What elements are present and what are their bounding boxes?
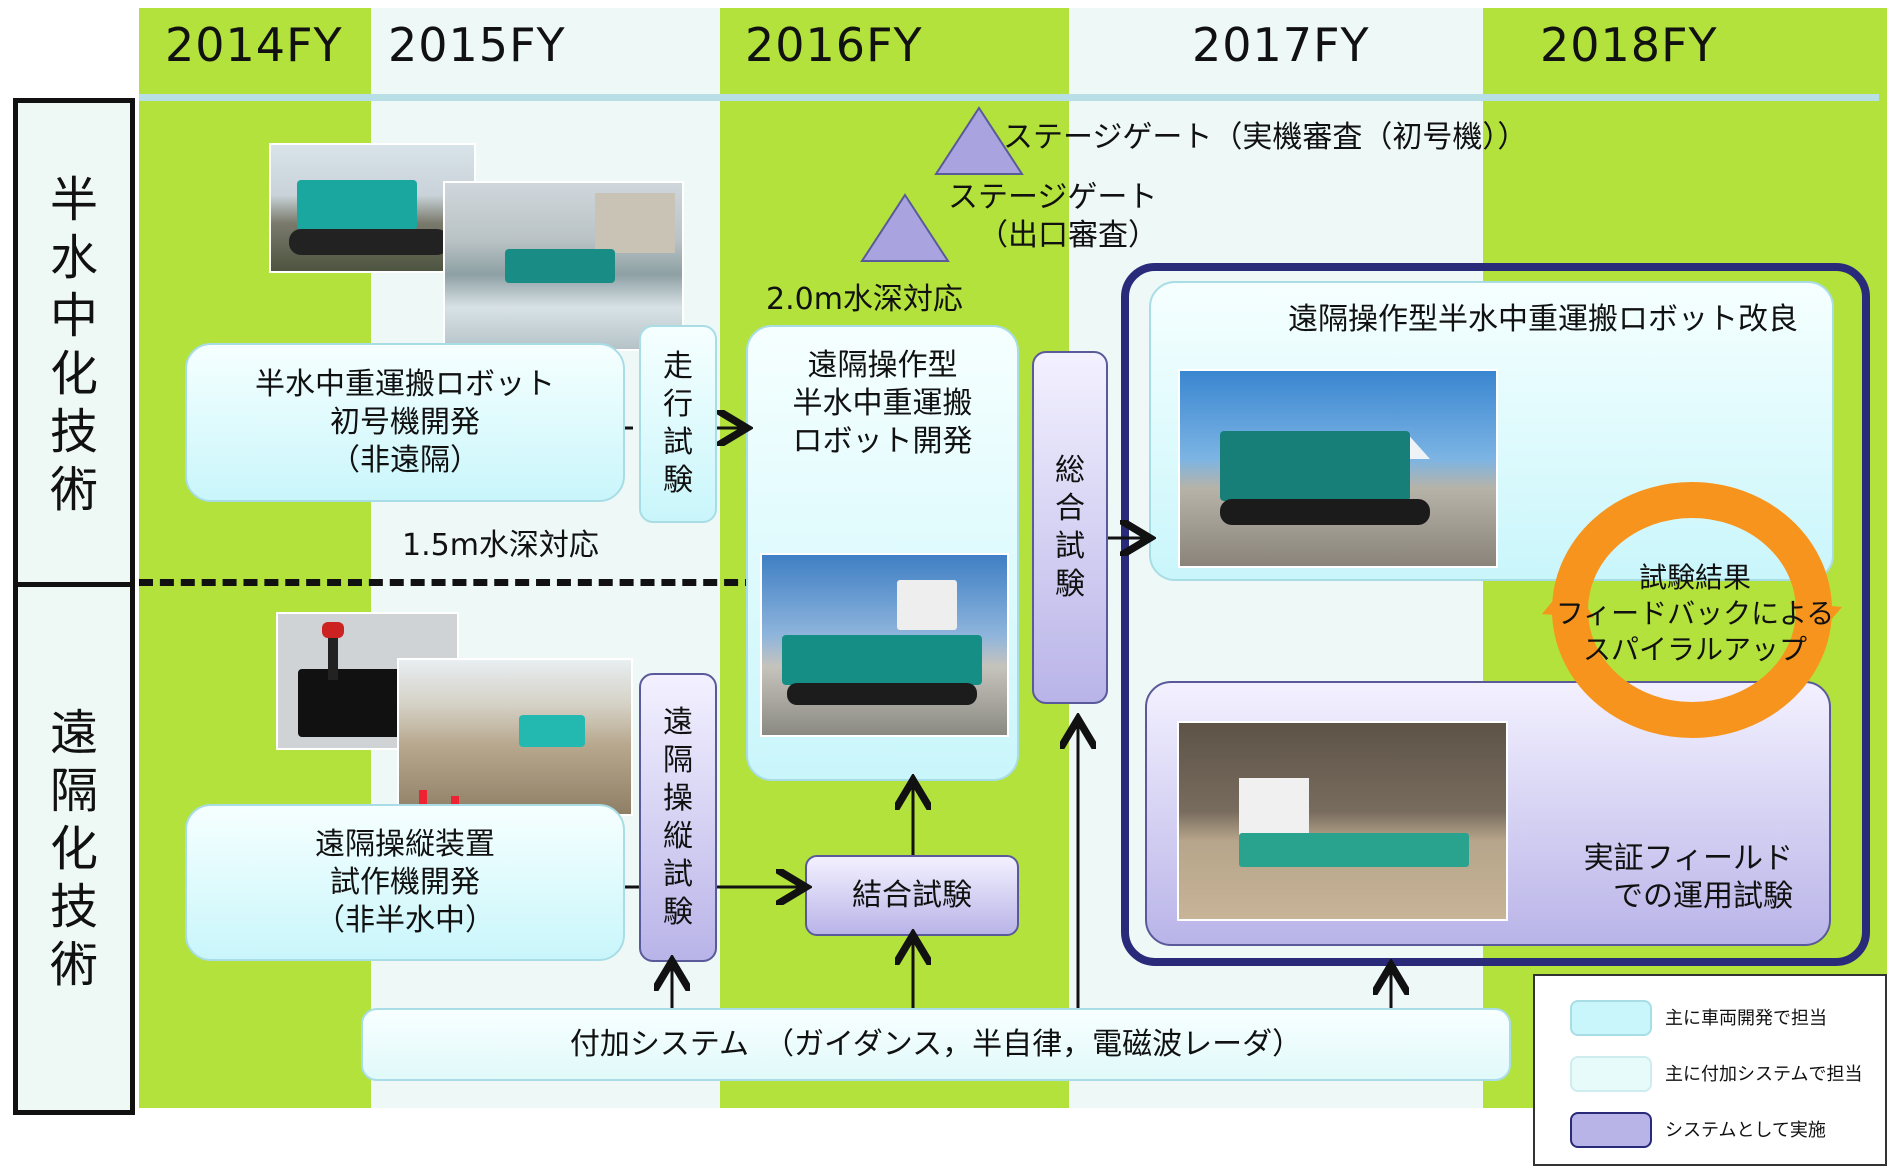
legend: 主に車両開発で担当 主に付加システムで担当 システムとして実施	[1533, 974, 1887, 1166]
stage-gate-2-label-line1: ステージゲート	[948, 180, 1158, 215]
photo-remote-robot	[760, 553, 1009, 737]
field-test-line2: での運用試験	[1613, 879, 1793, 914]
remote-control-test-label: 遠隔操縦試験	[663, 704, 693, 930]
legend-label-system: システムとして実施	[1665, 1120, 1826, 1141]
photo-water-test	[443, 181, 684, 351]
row-header-semi-submerged: 半水中化技術	[13, 98, 135, 592]
robot-first-dev-line3: （非遠隔）	[330, 442, 480, 478]
travel-test-label: 走行試験	[663, 349, 693, 498]
photo-dump-truck-prototype	[269, 143, 476, 273]
remote-robot-dev-line2: 半水中重運搬	[792, 386, 973, 421]
remote-robot-dev-line1: 遠隔操作型	[807, 348, 958, 383]
robot-first-dev-line2: 初号機開発	[330, 404, 480, 440]
remote-device-line3: （非半水中）	[315, 902, 495, 938]
header-divider	[139, 94, 1879, 101]
robot-first-dev-line1: 半水中重運搬ロボット	[255, 366, 555, 402]
legend-label-additional: 主に付加システムで担当	[1665, 1064, 1863, 1085]
photo-remote-field-test	[397, 658, 633, 816]
spiral-text: 試験結果 フィードバックによる スパイラルアップ	[1540, 560, 1850, 668]
remote-device-dev-box: 遠隔操縦装置 試作機開発 （非半水中）	[185, 804, 625, 961]
integrated-test-box: 総合試験	[1032, 351, 1108, 704]
remote-device-line2: 試作機開発	[330, 864, 480, 900]
row-header-remote: 遠隔化技術	[13, 582, 135, 1115]
additional-system-label: 付加システム （ガイダンス，半自律，電磁波レーダ）	[569, 1026, 1303, 1062]
photo-improved-robot	[1178, 369, 1498, 568]
year-2016: 2016FY	[745, 18, 923, 72]
robot-first-dev-box: 半水中重運搬ロボット 初号機開発 （非遠隔）	[185, 343, 625, 502]
travel-test-box: 走行試験	[639, 325, 717, 523]
year-2015: 2015FY	[388, 18, 566, 72]
additional-system-box: 付加システム （ガイダンス，半自律，電磁波レーダ）	[361, 1008, 1511, 1081]
stage-gate-2-label-line2: （出口審査）	[978, 218, 1158, 253]
coupling-test-box: 結合試験	[805, 855, 1019, 936]
year-2017: 2017FY	[1192, 18, 1370, 72]
row-title-semi-submerged: 半水中化技術	[50, 172, 99, 518]
field-test-line1: 実証フィールド	[1583, 841, 1793, 876]
spiral-line3: スパイラルアップ	[1582, 633, 1807, 666]
stage-gate-triangle-1	[934, 106, 1024, 175]
stage-gate-triangle-2	[860, 193, 950, 262]
integrated-test-label: 総合試験	[1055, 452, 1085, 602]
depth-15-label: 1.5m水深対応	[402, 528, 599, 563]
spiral-line2: フィードバックによる	[1555, 597, 1835, 630]
legend-label-vehicle: 主に車両開発で担当	[1665, 1008, 1827, 1029]
spiral-line1: 試験結果	[1638, 561, 1751, 594]
coupling-test-label: 結合試験	[852, 877, 972, 913]
improvement-title: 遠隔操作型半水中重運搬ロボット改良	[1288, 302, 1798, 337]
spiral-up-ring	[1542, 482, 1842, 738]
row-title-remote: 遠隔化技術	[50, 704, 99, 993]
photo-field-test	[1177, 721, 1508, 921]
system-frame	[1121, 263, 1870, 966]
remote-robot-dev-line3: ロボット開発	[792, 424, 973, 459]
stage-gate-1-label: ステージゲート（実機審査（初号機））	[1003, 120, 1528, 155]
remote-device-line1: 遠隔操縦装置	[315, 826, 495, 862]
legend-swatch-system	[1570, 1112, 1652, 1148]
year-2014: 2014FY	[165, 18, 343, 72]
year-2018: 2018FY	[1540, 18, 1718, 72]
legend-swatch-additional	[1570, 1056, 1652, 1092]
legend-swatch-vehicle	[1570, 1000, 1652, 1036]
row-divider-dashed	[139, 579, 759, 586]
depth-20-label: 2.0m水深対応	[766, 282, 963, 317]
